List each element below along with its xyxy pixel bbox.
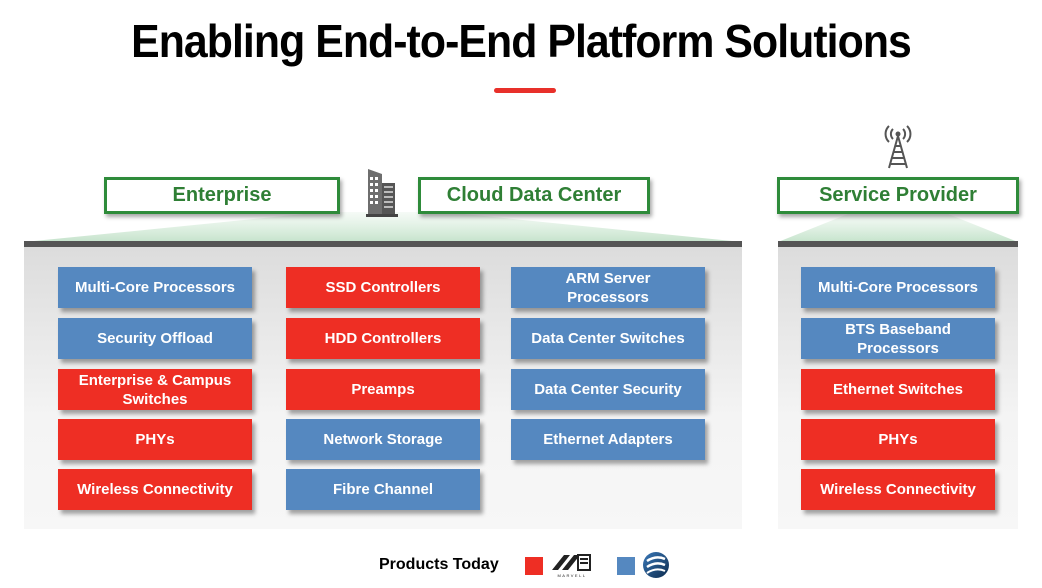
product-tile-ssd-controllers: SSD Controllers xyxy=(286,267,480,308)
segment-cloud-data-center: Cloud Data Center xyxy=(418,177,650,214)
product-tile-arm-server-processors: ARM Server Processors xyxy=(511,267,705,308)
segment-enterprise-label: Enterprise xyxy=(172,184,272,206)
page-title: Enabling End-to-End Platform Solutions xyxy=(131,15,912,67)
svg-text:MARVELL: MARVELL xyxy=(557,573,586,578)
service-provider-glow xyxy=(778,214,1018,242)
segment-service-provider-label: Service Provider xyxy=(819,184,977,206)
product-tile-fibre-channel: Fibre Channel xyxy=(286,469,480,510)
product-tile-hdd-controllers: HDD Controllers xyxy=(286,318,480,359)
service-provider-bar xyxy=(778,241,1018,247)
product-tile-data-center-security: Data Center Security xyxy=(511,369,705,410)
marvell-logo: MARVELL xyxy=(552,554,591,578)
cell-tower-icon xyxy=(884,125,912,169)
title-underline xyxy=(494,88,556,93)
product-tile-sp-wireless-connectivity: Wireless Connectivity xyxy=(801,469,995,510)
segment-cloud-label: Cloud Data Center xyxy=(446,184,622,206)
product-tile-sp-phys: PHYs xyxy=(801,419,995,460)
product-tile-ethernet-adapters: Ethernet Adapters xyxy=(511,419,705,460)
building-icon xyxy=(366,169,398,217)
product-tile-phys: PHYs xyxy=(58,419,252,460)
segment-service-provider: Service Provider xyxy=(777,177,1019,214)
product-tile-multi-core-processors: Multi-Core Processors xyxy=(58,267,252,308)
product-tile-network-storage: Network Storage xyxy=(286,419,480,460)
legend-swatch-red xyxy=(525,557,543,575)
legend-label: Products Today xyxy=(379,556,499,573)
product-tile-bts-baseband-processors: BTS Baseband Processors xyxy=(801,318,995,359)
enterprise-cloud-glow xyxy=(24,212,742,242)
cavium-logo xyxy=(643,552,669,578)
product-tile-data-center-switches: Data Center Switches xyxy=(511,318,705,359)
product-tile-preamps: Preamps xyxy=(286,369,480,410)
product-tile-wireless-connectivity: Wireless Connectivity xyxy=(58,469,252,510)
segment-enterprise: Enterprise xyxy=(104,177,340,214)
product-tile-enterprise-campus-switches: Enterprise & Campus Switches xyxy=(58,369,252,410)
product-tile-ethernet-switches: Ethernet Switches xyxy=(801,369,995,410)
product-tile-sp-multi-core-processors: Multi-Core Processors xyxy=(801,267,995,308)
product-tile-security-offload: Security Offload xyxy=(58,318,252,359)
enterprise-cloud-bar xyxy=(24,241,742,247)
legend-swatch-blue xyxy=(617,557,635,575)
